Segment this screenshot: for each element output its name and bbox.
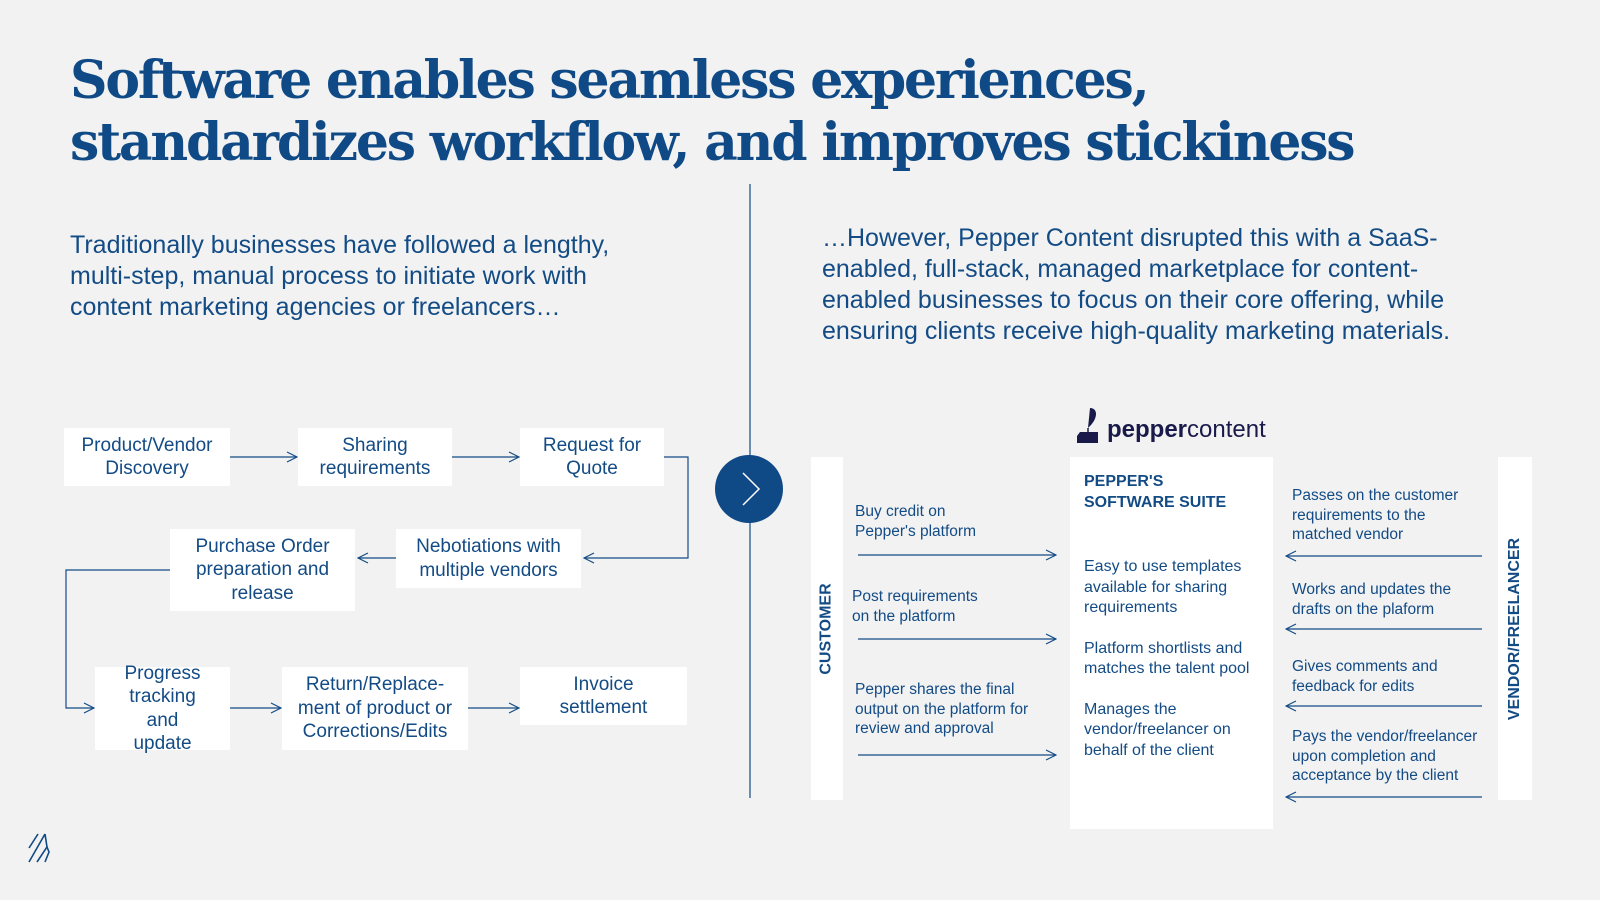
right-intro: …However, Pepper Content disrupted this … — [822, 224, 1451, 345]
step-sharing-requirements: Sharing requirements — [298, 428, 452, 486]
step-product-vendor-discovery: Product/Vendor Discovery — [64, 428, 230, 486]
vendor-column: VENDOR/FREELANCER — [1498, 457, 1532, 800]
brand-logo-icon — [28, 833, 50, 863]
step-request-for-quote: Request for Quote — [520, 428, 664, 486]
inkpot-quill-icon — [1077, 408, 1098, 443]
step-invoice-settlement: Invoice settlement — [520, 667, 687, 725]
step-return-replacement: Return/Replace-ment of product or Correc… — [282, 667, 468, 750]
title-line-2: standardizes workflow, and improves stic… — [70, 112, 1356, 173]
customer-action: Post requirements on the platform — [852, 588, 978, 625]
vendor-action: Pays the vendor/freelancer upon completi… — [1292, 728, 1478, 784]
logo-text-light: content — [1187, 416, 1266, 443]
step-negotiations: Nebotiations with multiple vendors — [396, 529, 581, 588]
step-progress-tracking: Progress tracking and update — [95, 663, 230, 754]
step-purchase-order: Purchase Order preparation and release — [170, 529, 355, 611]
vendor-action: Passes on the customer requirements to t… — [1292, 487, 1459, 543]
suite-item: Manages the vendor/freelancer on behalf … — [1084, 700, 1231, 759]
suite-title: PEPPER'S SOFTWARE SUITE — [1084, 473, 1227, 511]
suite-item: Easy to use templates available for shar… — [1084, 558, 1242, 616]
vendor-label: VENDOR/FREELANCER — [1506, 537, 1524, 720]
customer-column: CUSTOMER — [811, 457, 843, 800]
vendor-action: Works and updates the drafts on the plaf… — [1292, 581, 1452, 618]
logo-text-bold: pepper — [1107, 416, 1188, 443]
suite-item: Platform shortlists and matches the tale… — [1084, 639, 1250, 678]
vendor-action: Gives comments and feedback for edits — [1292, 658, 1438, 695]
pepper-content-logo: peppercontent — [1076, 406, 1266, 444]
customer-action: Buy credit on Pepper's platform — [855, 503, 976, 540]
page-title: Software enables seamless experiences,st… — [70, 50, 1356, 174]
left-intro: Traditionally businesses have followed a… — [70, 231, 610, 321]
chevron-right-icon — [715, 455, 783, 523]
customer-action: Pepper shares the final output on the pl… — [855, 681, 1029, 737]
title-line-1: Software enables seamless experiences, — [70, 50, 1150, 111]
software-suite-panel: PEPPER'S SOFTWARE SUITE Easy to use temp… — [1070, 457, 1273, 829]
customer-label: CUSTOMER — [818, 582, 836, 675]
